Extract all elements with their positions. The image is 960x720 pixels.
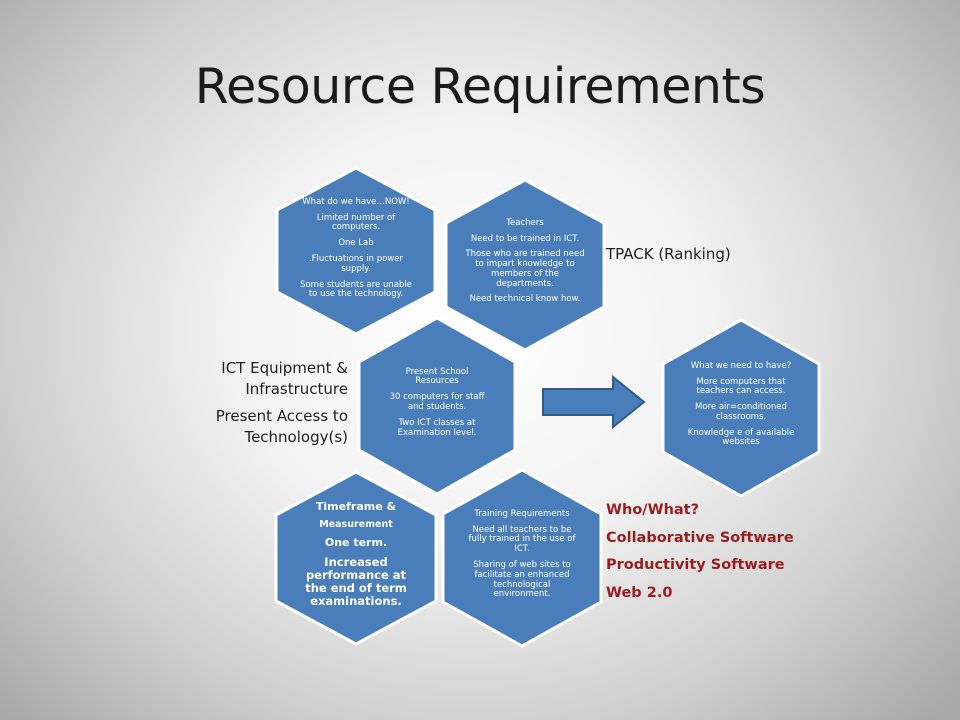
hex-timeframe-line-2: Measurement (319, 519, 393, 531)
hexagon-shape (274, 470, 438, 646)
right-arrow-icon (542, 375, 646, 429)
hex-now-line-4: .Fluctuations in power supply. (308, 254, 404, 274)
hex-timeframe-line-3: One term. (324, 536, 388, 550)
hexagon-shape (275, 166, 437, 336)
hex-present-line-1: Present School Resources (405, 366, 469, 387)
left-labels: ICT Equipment & Infrastructure Present A… (180, 358, 348, 454)
hex-now-line-2: Limited number of computers. (316, 212, 396, 233)
hexagon-shape (661, 318, 821, 498)
who-what-item: Productivity Software (606, 557, 785, 573)
hexagon-current-resources: What do we have…NOW! Limited number of c… (275, 166, 437, 336)
hex-timeframe-line-1: Timeframe & (315, 500, 397, 514)
hex-now-line-3: One Lab (338, 238, 374, 249)
hex-teachers-line-3: Those who are trained need to impart kno… (465, 249, 585, 289)
hex-present-line-3: Two ICT classes at Examination level. (397, 417, 477, 438)
hex-teachers-line-1: Teachers (506, 217, 544, 228)
hexagon-needs: What we need to have? More computers tha… (661, 318, 821, 498)
hex-timeframe-line-4: Increased performance at the end of term… (305, 554, 407, 609)
hex-need-line-1: What we need to have? (690, 360, 792, 371)
hex-training-line-2: Need all teachers to be fully trained in… (468, 524, 576, 555)
hex-present-line-2: 30 computers for staff and students. (389, 392, 485, 412)
who-what-list: Who/What? Collaborative Software Product… (606, 503, 846, 613)
hex-training-line-3: Sharing of web sites to facilitate an en… (473, 560, 571, 600)
label-present-access: Present Access to Technology(s) (215, 407, 348, 446)
hexagon-present-resources: Present School Resources 30 computers fo… (357, 316, 517, 496)
who-what-item: Web 2.0 (606, 584, 673, 601)
label-ict-equipment: ICT Equipment & Infrastructure (221, 359, 348, 398)
hexagon-training: Training Requirements Need all teachers … (441, 468, 603, 648)
hexagon-timeframe: Timeframe & Measurement One term. Increa… (274, 470, 438, 646)
slide-title: Resource Requirements (194, 58, 766, 115)
hex-now-line-1: What do we have…NOW! (302, 196, 410, 207)
who-what-item: Who/What? (606, 502, 700, 518)
hex-now-line-5: Some students are unable to use the tech… (300, 279, 412, 300)
who-what-item: Collaborative Software (606, 529, 794, 546)
hex-need-line-3: More air=conditioned classrooms. (695, 402, 787, 422)
hex-training-line-1: Training Requirements (474, 508, 570, 519)
label-tpack: TPACK (Ranking) (606, 245, 731, 263)
hex-teachers-line-2: Need to be trained in ICT. (470, 233, 580, 244)
hexagon-shape (444, 178, 606, 352)
hex-teachers-line-4: Need technical know how. (469, 294, 581, 305)
hex-need-line-2: More computers that teachers can access. (696, 376, 786, 397)
hex-need-line-4: Knowledge e of available websites (687, 427, 795, 448)
hexagon-teachers: Teachers Need to be trained in ICT. Thos… (444, 178, 606, 352)
hexagon-shape (357, 316, 517, 496)
hexagon-shape (441, 468, 603, 648)
